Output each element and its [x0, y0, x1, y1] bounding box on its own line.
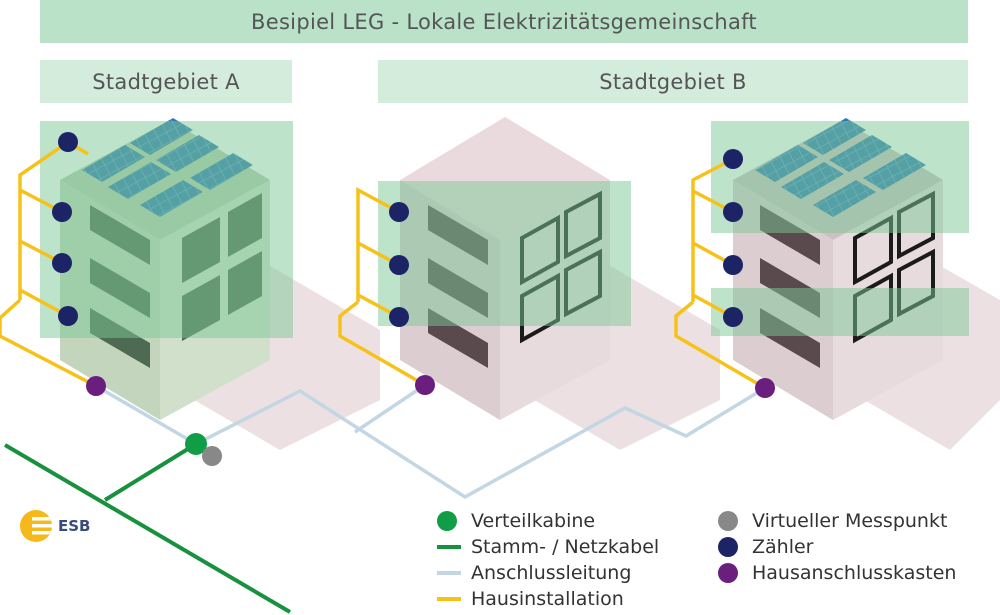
esb-logo-text: ESB	[58, 517, 91, 535]
building-a	[40, 118, 380, 450]
meter-b1-2	[389, 255, 409, 275]
legend-item-connection-line: Anschlussleitung	[437, 560, 659, 586]
connection-box-b2	[755, 378, 775, 398]
house-installation-legend-icon	[437, 597, 461, 601]
meter-legend-icon	[718, 537, 738, 557]
meter-a-4	[58, 306, 78, 326]
legend-item-virtual-meter-point: Virtueller Messpunkt	[718, 508, 956, 534]
building-b2	[711, 118, 1000, 450]
legend-label: Anschlussleitung	[471, 562, 632, 584]
legend-label: Virtueller Messpunkt	[752, 510, 948, 532]
main-cable	[3, 443, 292, 614]
legend-label: Stamm- / Netzkabel	[471, 536, 660, 558]
legend-item-main-cable: Stamm- / Netzkabel	[437, 534, 659, 560]
legend-label: Hausinstallation	[471, 588, 624, 610]
legend-label: Hausanschlusskasten	[752, 562, 957, 584]
esb-logo-icon	[20, 510, 52, 542]
meter-b2-2	[723, 202, 743, 222]
main-cable-legend-icon	[437, 545, 461, 549]
building-b2-overlay-bottom	[711, 288, 969, 336]
building-b1-overlay	[378, 181, 631, 326]
meter-b1-1	[389, 202, 409, 222]
area-b-label: Stadtgebiet B	[378, 60, 968, 103]
diagram-title: Besipiel LEG - Lokale Elektrizitätsgemei…	[40, 0, 968, 43]
meter-a-3	[52, 253, 72, 273]
building-b1	[378, 117, 720, 450]
legend-item-distribution-cabinet: Verteilkabine	[437, 508, 659, 534]
house-connection-boxes	[86, 375, 775, 398]
legend-column-1: Verteilkabine Stamm- / Netzkabel Anschlu…	[437, 508, 659, 612]
meter-b1-3	[389, 307, 409, 327]
area-a-label: Stadtgebiet A	[40, 60, 292, 103]
meter-b2-4	[723, 307, 743, 327]
connection-box-a	[86, 376, 106, 396]
connection-box-b1	[415, 375, 435, 395]
esb-logo: ESB	[18, 508, 90, 544]
legend-item-connection-box: Hausanschlusskasten	[718, 560, 956, 586]
meters	[52, 132, 743, 327]
legend-item-meter: Zähler	[718, 534, 956, 560]
meter-a-2	[52, 202, 72, 222]
distribution-cabinet-legend-icon	[437, 511, 457, 531]
meter-b2-3	[723, 255, 743, 275]
legend-item-house-installation: Hausinstallation	[437, 586, 659, 612]
connection-line-b1	[354, 383, 426, 434]
branch-cable	[103, 442, 198, 502]
virtual-meter-point	[202, 446, 222, 466]
legend-label: Zähler	[752, 536, 814, 558]
building-a-overlay	[40, 121, 293, 338]
virtual-meter-point-legend-icon	[718, 511, 738, 531]
meter-a-1	[58, 132, 78, 152]
connection-line-legend-icon	[437, 571, 461, 575]
building-b2-overlay-top	[711, 121, 969, 233]
distribution-cabinet	[185, 433, 207, 455]
legend-label: Verteilkabine	[471, 510, 596, 532]
meter-b2-1	[723, 149, 743, 169]
connection-box-legend-icon	[718, 563, 738, 583]
legend-column-2: Virtueller Messpunkt Zähler Hausanschlus…	[718, 508, 956, 586]
